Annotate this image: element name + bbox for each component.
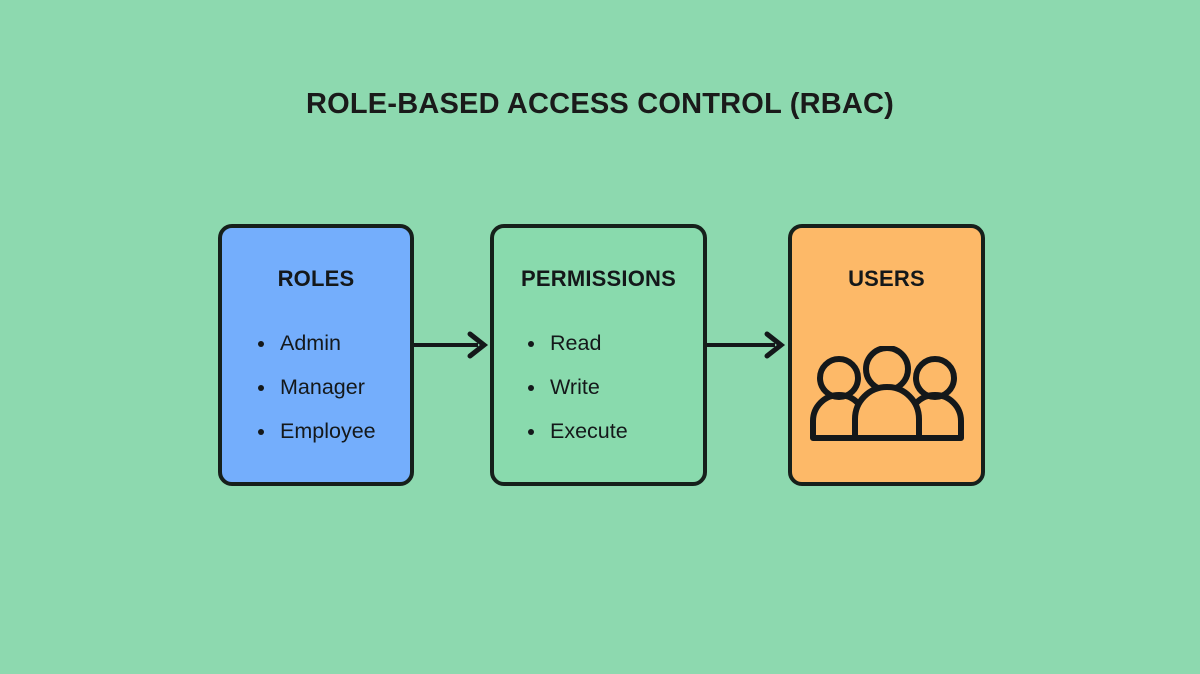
list-item: Employee [254,409,442,453]
arrow-roles-to-permissions [414,331,489,359]
list-item: Admin [254,321,442,365]
list-item: Read [524,321,733,365]
list-item: Manager [254,365,442,409]
node-roles[interactable]: ROLES Admin Manager Employee [218,224,414,486]
users-group-icon [809,346,964,441]
node-permissions[interactable]: PERMISSIONS Read Write Execute [490,224,707,486]
node-users-heading: USERS [848,266,925,291]
node-users[interactable]: USERS [788,224,985,486]
list-item: Write [524,365,733,409]
arrow-permissions-to-users [707,331,786,359]
node-roles-list: Admin Manager Employee [222,321,442,453]
page-title: ROLE-BASED ACCESS CONTROL (RBAC) [305,88,894,120]
node-roles-heading: ROLES [277,266,355,291]
list-item: Execute [524,409,733,453]
node-permissions-heading: PERMISSIONS [520,266,676,291]
node-permissions-list: Read Write Execute [494,321,733,453]
